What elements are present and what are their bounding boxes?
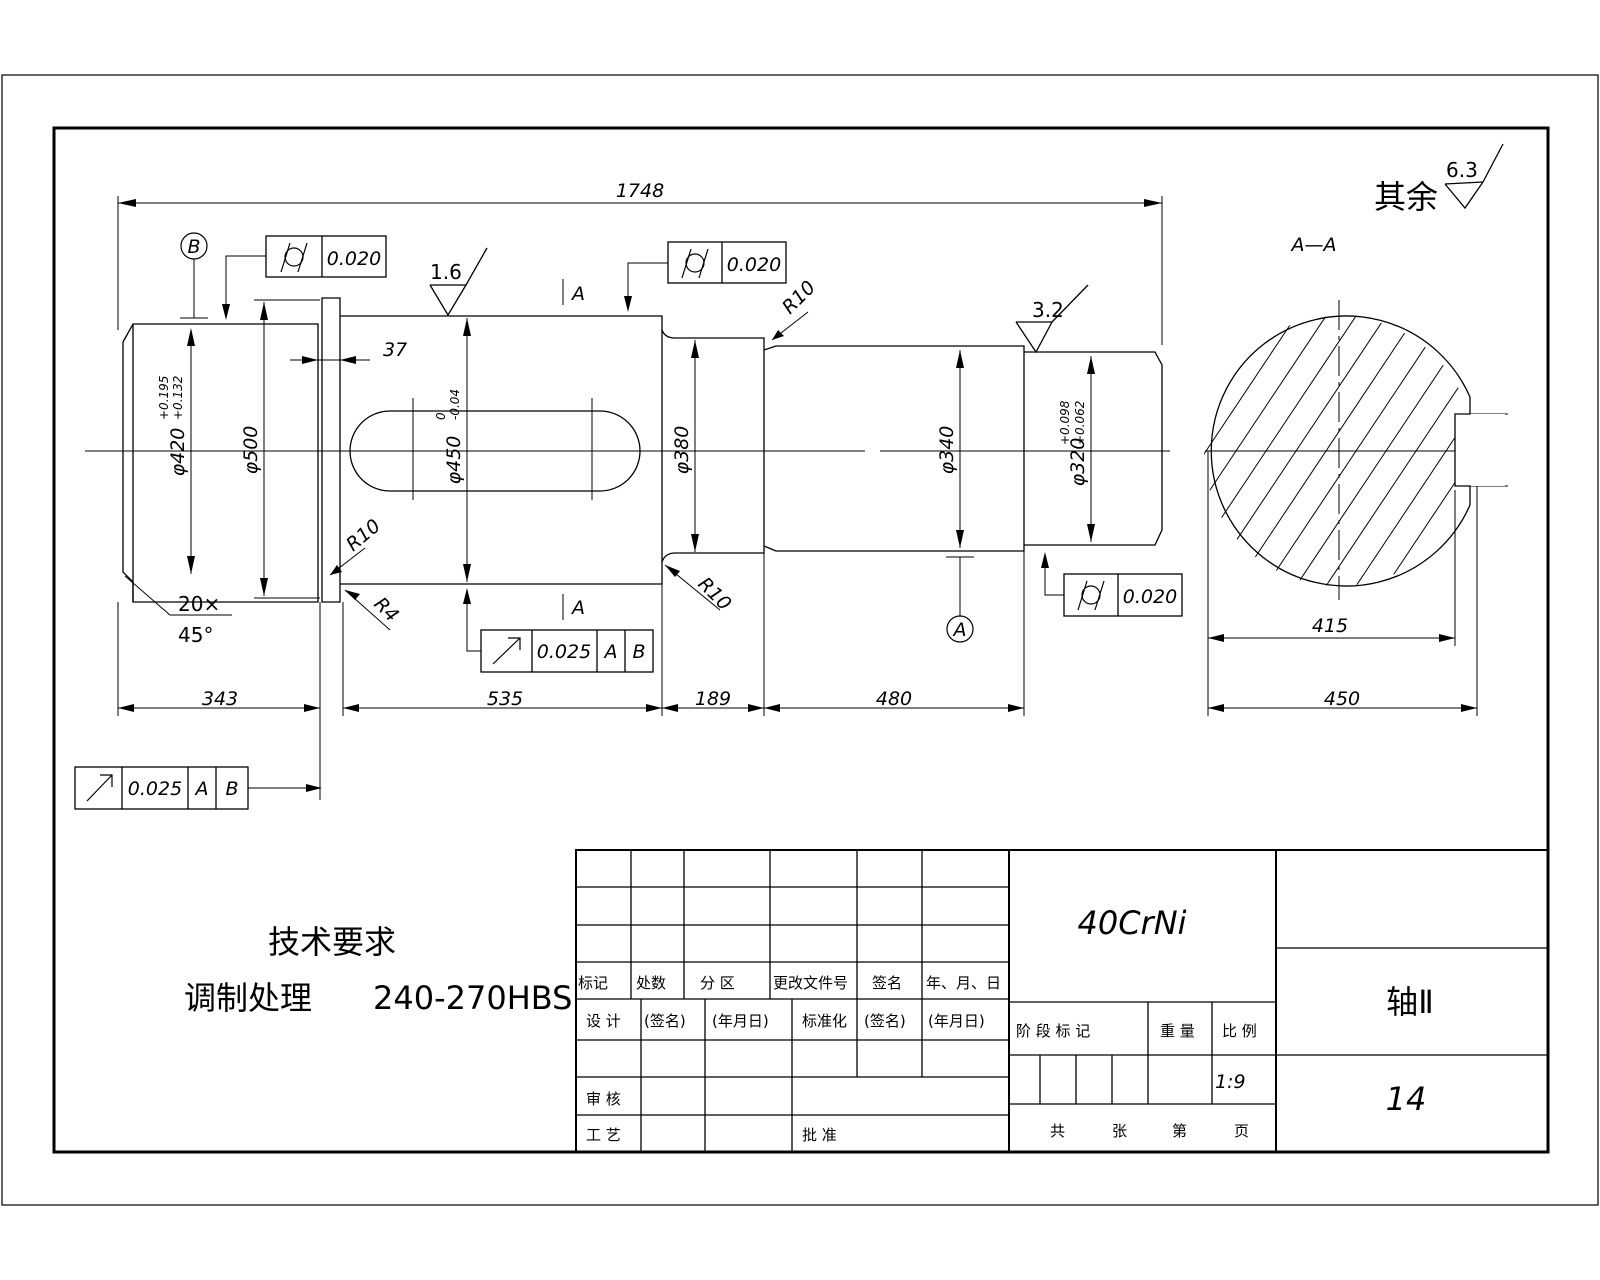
tb-stage-mark: 阶 段 标 记 xyxy=(1016,1022,1090,1040)
dim-section-415: 415 xyxy=(1312,615,1348,637)
notes-line1-cn: 调制处理 xyxy=(184,979,312,1017)
dim-535: 535 xyxy=(487,688,523,710)
tb-material: 40CrNi xyxy=(1077,904,1186,942)
datum-a-label: A xyxy=(952,619,967,641)
tb-sign-paren: (签名) xyxy=(644,1012,686,1030)
dim-total-length: 1748 xyxy=(616,180,664,202)
datum-a-circle xyxy=(946,615,974,643)
roughness-1-6: 1.6 xyxy=(430,260,462,284)
keyway-cutout xyxy=(1455,414,1505,486)
datum-b-circle xyxy=(180,232,208,260)
outer-frame xyxy=(1,74,1599,1206)
dim-section-450: 450 xyxy=(1324,688,1360,710)
tol-runout1-datum-b: B xyxy=(632,641,645,663)
chamfer-size: 20× xyxy=(178,592,220,616)
fillet-r4: R4 xyxy=(369,593,402,626)
tb-design: 设 计 xyxy=(586,1012,621,1030)
runout-arrow-icon xyxy=(86,637,521,802)
dim-collar: 37 xyxy=(383,339,407,361)
tb-date-paren: (年月日) xyxy=(712,1012,769,1030)
tb-standardize: 标准化 xyxy=(802,1012,847,1030)
dim-480: 480 xyxy=(876,688,912,710)
tol-cyl2-value: 0.020 xyxy=(727,254,781,276)
dim-d450-lower: -0.04 xyxy=(448,389,462,420)
title-block xyxy=(575,849,1549,1153)
tb-sheets: 张 xyxy=(1112,1122,1127,1140)
dim-d320: φ320 xyxy=(1067,438,1089,487)
tb-mark: 标记 xyxy=(578,974,608,992)
roughness-symbols xyxy=(429,143,1504,354)
tb-total: 共 xyxy=(1050,1122,1065,1140)
centerline xyxy=(85,300,1500,600)
arrowheads xyxy=(118,199,1499,792)
tol-cyl1-value: 0.020 xyxy=(327,248,381,270)
tol-runout1-datum-a: A xyxy=(603,641,618,663)
tb-page: 页 xyxy=(1234,1122,1249,1140)
notes-line1-value: 240-270HBS xyxy=(373,979,572,1017)
cylindricity-icon xyxy=(280,242,1105,611)
dim-343: 343 xyxy=(202,688,238,710)
leader-lines xyxy=(180,255,1064,789)
dim-d380: φ380 xyxy=(671,426,693,475)
tb-approve: 批 准 xyxy=(802,1126,837,1144)
shaft-outline xyxy=(122,297,1163,603)
dim-d340: φ340 xyxy=(936,426,958,475)
dim-d420-lower: +0.132 xyxy=(171,376,185,420)
dim-d320-lower: +0.062 xyxy=(1073,401,1087,445)
fillet-r10-bottom: R10 xyxy=(693,573,735,615)
datum-b-label: B xyxy=(187,236,200,258)
roughness-rest-value: 6.3 xyxy=(1446,158,1478,182)
keyway-outline xyxy=(1454,397,1471,505)
tb-date-paren2: (年月日) xyxy=(928,1012,985,1030)
tb-order: 第 xyxy=(1172,1122,1187,1140)
dim-d420: φ420 xyxy=(167,428,189,477)
dimension-lines xyxy=(117,196,1508,800)
tb-ratio: 比 例 xyxy=(1222,1022,1257,1040)
dim-d450-upper: 0 xyxy=(434,412,448,420)
chamfer-angle: 45° xyxy=(178,623,213,647)
tb-weight: 重 量 xyxy=(1160,1022,1195,1040)
tol-runout2-datum-a: A xyxy=(194,778,209,800)
tol-cyl3-value: 0.020 xyxy=(1123,586,1177,608)
tb-process: 工 艺 xyxy=(586,1126,621,1144)
section-mark-bottom: A xyxy=(570,597,585,619)
dim-d420-upper: +0.195 xyxy=(157,376,171,420)
dim-189: 189 xyxy=(695,688,731,710)
tb-count: 处数 xyxy=(636,974,666,992)
tol-runout2-datum-b: B xyxy=(225,778,238,800)
tb-change-doc: 更改文件号 xyxy=(773,974,848,992)
tolerance-frames xyxy=(74,235,1183,810)
title-block-text: 标记 处数 分 区 更改文件号 签名 年、月、日 设 计 (签名) (年月日) … xyxy=(578,904,1434,1144)
notes-heading: 技术要求 xyxy=(268,923,396,961)
tb-scale: 1:9 xyxy=(1215,1071,1246,1093)
tb-sign: 签名 xyxy=(872,974,902,992)
tb-part-name: 轴Ⅱ xyxy=(1386,983,1434,1021)
tol-runout1-value: 0.025 xyxy=(537,641,591,663)
roughness-3-2: 3.2 xyxy=(1032,298,1064,322)
fillet-r10-left: R10 xyxy=(342,515,385,556)
tb-review: 审 核 xyxy=(586,1090,621,1108)
tb-date-ymd: 年、月、日 xyxy=(926,974,1001,992)
section-label: A—A xyxy=(1290,234,1337,256)
section-circle xyxy=(1210,315,1471,587)
roughness-rest-label: 其余 xyxy=(1374,178,1438,216)
dim-d500: φ500 xyxy=(240,426,262,475)
section-mark-top: A xyxy=(570,283,585,305)
tol-runout2-value: 0.025 xyxy=(128,778,182,800)
dim-d450: φ450 xyxy=(443,436,465,485)
tb-drawing-no: 14 xyxy=(1386,1080,1427,1118)
tb-sign-paren2: (签名) xyxy=(864,1012,906,1030)
dim-d320-upper: +0.098 xyxy=(1058,400,1072,445)
tb-zone: 分 区 xyxy=(700,974,735,992)
